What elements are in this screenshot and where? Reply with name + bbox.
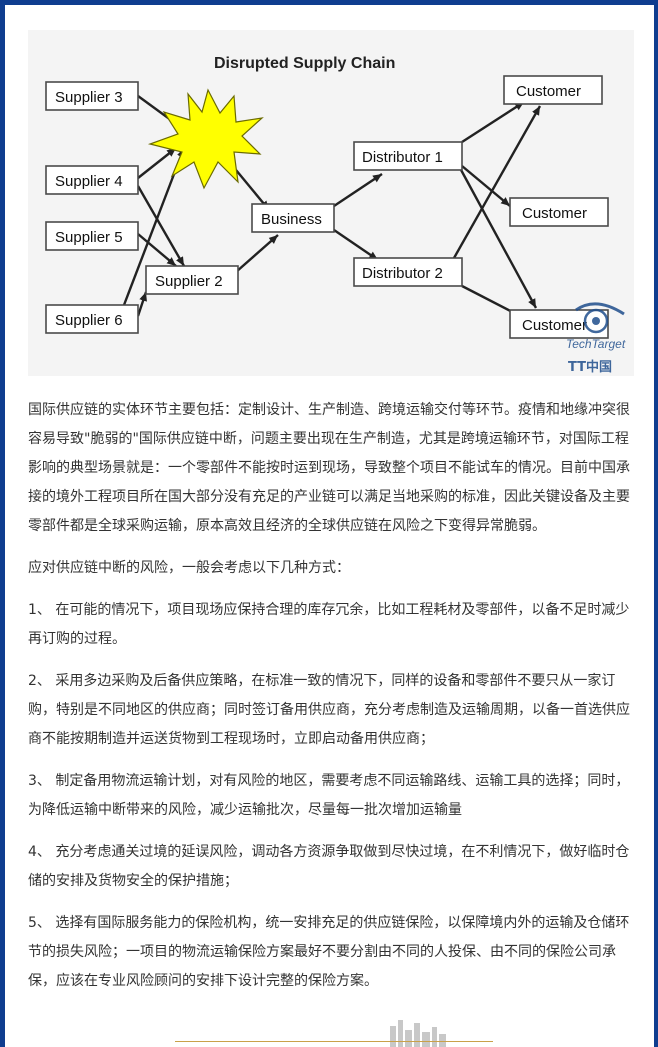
svg-text:Customer: Customer [522, 317, 587, 334]
node-supplier5: Supplier 5 [45, 221, 139, 251]
edge-distributor1-customer3 [458, 167, 538, 309]
edge-distributor1-customer2 [461, 165, 511, 207]
bottom-divider [175, 1041, 493, 1042]
node-supplier4: Supplier 4 [45, 165, 139, 195]
left-border [0, 0, 5, 1047]
paragraph-intro: 国际供应链的实体环节主要包括：定制设计、生产制造、跨境运输交付等环节。疫情和地缘… [28, 402, 630, 534]
supply-chain-figure: Disrupted Supply Chain Supplier 3 Suppli… [28, 30, 634, 376]
svg-text:Customer: Customer [522, 205, 587, 222]
edge-supplier4-supplier2 [136, 185, 186, 267]
edge-business-distributor1 [333, 173, 383, 207]
edge-business-distributor2 [333, 229, 379, 261]
top-border [0, 0, 658, 5]
edge-supplier4-burst [137, 147, 177, 179]
svg-text:Distributor 1: Distributor 1 [362, 149, 443, 166]
disruption-burst-icon [147, 88, 264, 190]
list-item-3: 3、 制定备用物流运输计划，对有风险的地区，需要考虑不同运输路线、运输工具的选择… [28, 773, 630, 818]
svg-text:Supplier 5: Supplier 5 [55, 229, 123, 246]
svg-text:Supplier 3: Supplier 3 [55, 89, 123, 106]
techtarget-watermark: TechTarget TT中国 [566, 302, 626, 375]
skyline-icon [390, 1020, 446, 1047]
article-body: 国际供应链的实体环节主要包括：定制设计、生产制造、跨境运输交付等环节。疫情和地缘… [28, 396, 636, 1009]
node-supplier6: Supplier 6 [45, 304, 139, 334]
edge-supplier5-supplier2 [137, 233, 177, 267]
eye-icon [583, 308, 609, 334]
node-distributor1: Distributor 1 [353, 141, 463, 171]
svg-text:Customer: Customer [516, 83, 581, 100]
edge-distributor1-customer1 [461, 100, 525, 144]
node-supplier2: Supplier 2 [145, 265, 239, 295]
edge-supplier2-business [235, 234, 279, 273]
svg-text:Supplier 6: Supplier 6 [55, 312, 123, 329]
node-business: Business [251, 203, 335, 233]
svg-text:Supplier 4: Supplier 4 [55, 173, 123, 190]
diagram-title: Disrupted Supply Chain [214, 55, 395, 72]
list-item-1: 1、 在可能的情况下，项目现场应保持合理的库存冗余，比如工程耗材及零部件，以备不… [28, 602, 630, 647]
node-customer1: Customer [503, 75, 603, 105]
svg-text:Distributor 2: Distributor 2 [362, 265, 443, 282]
supply-chain-diagram: Disrupted Supply Chain Supplier 3 Suppli… [45, 55, 626, 375]
svg-text:Supplier 2: Supplier 2 [155, 273, 223, 290]
watermark-brand: TechTarget [566, 337, 626, 351]
list-item-5: 5、 选择有国际服务能力的保险机构，统一安排充足的供应链保险，以保障境内外的运输… [28, 915, 630, 989]
edge-distributor2-customer1 [452, 105, 542, 259]
svg-text:Business: Business [261, 211, 322, 228]
list-item-2: 2、 采用多边采购及后备供应策略，在标准一致的情况下，同样的设备和零部件不要只从… [28, 673, 630, 747]
node-customer3: Customer [509, 309, 609, 339]
node-supplier3: Supplier 3 [45, 81, 139, 111]
watermark-sub: TT中国 [568, 359, 612, 375]
node-distributor2: Distributor 2 [353, 257, 463, 287]
list-item-4: 4、 充分考虑通关过境的延误风险，调动各方资源争取做到尽快过境，在不利情况下，做… [28, 844, 630, 889]
edge-supplier6-supplier2 [136, 291, 148, 317]
node-customer2: Customer [509, 197, 609, 227]
paragraph-lead: 应对供应链中断的风险，一般会考虑以下几种方式： [28, 560, 350, 576]
right-border [654, 0, 658, 1047]
